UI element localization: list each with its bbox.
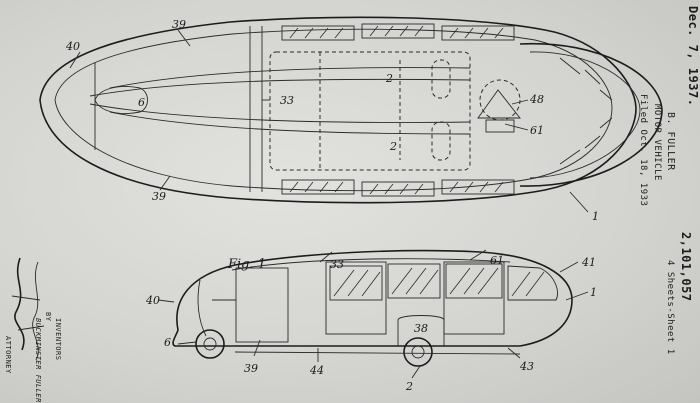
- patent-title: MOTOR VEHICLE: [652, 104, 662, 181]
- label-1-side: 1: [590, 286, 597, 299]
- label-39b-top: 39: [152, 190, 166, 203]
- vehicle-side-view: 33 61 41 1 40 38 6 39 44 2 43: [145, 249, 597, 393]
- label-39-side: 39: [244, 362, 258, 375]
- label-6-top: 6: [138, 96, 145, 109]
- side-view-wheels: [195, 329, 433, 367]
- attorney-label: ATTORNEY: [4, 336, 12, 374]
- by-line: BY: [44, 312, 52, 322]
- label-40-side: 40: [145, 294, 160, 307]
- label-39-top: 39: [172, 18, 186, 31]
- patent-number: 2,101,057: [679, 232, 693, 302]
- handwritten-signature: [11, 257, 45, 361]
- vehicle-top-view: 39 40 6 33 2 48 61 2 39 1: [39, 16, 663, 223]
- label-41-side: 41: [581, 256, 596, 269]
- label-33-side: 33: [330, 258, 344, 271]
- label-1-top: 1: [592, 210, 599, 223]
- patent-sheets: 4 Sheets-Sheet 1: [665, 260, 675, 355]
- patent-inventor: B. FULLER: [665, 112, 676, 171]
- label-61-side: 61: [490, 254, 504, 267]
- top-view-windows: [281, 23, 515, 197]
- label-44-side: 44: [309, 364, 324, 377]
- inventor-name: BUCKMINSTER FULLER: [34, 318, 42, 403]
- label-38-side: 38: [414, 322, 428, 335]
- patent-date: Dec. 7, 1937.: [686, 6, 700, 107]
- patent-filed: Filed Oct. 18, 1933: [638, 94, 648, 207]
- label-2-side: 2: [405, 380, 413, 393]
- label-2b-top: 2: [389, 140, 397, 153]
- label-40-top: 40: [65, 40, 80, 53]
- label-48-top: 48: [529, 93, 544, 106]
- inventors-label: INVENTORS: [54, 318, 62, 361]
- label-6-side: 6: [164, 336, 171, 349]
- label-33-top: 33: [280, 94, 294, 107]
- label-43-side: 43: [519, 360, 534, 373]
- label-2-top: 2: [385, 72, 393, 85]
- side-view-windows: [329, 263, 558, 301]
- label-61-top: 61: [530, 124, 544, 137]
